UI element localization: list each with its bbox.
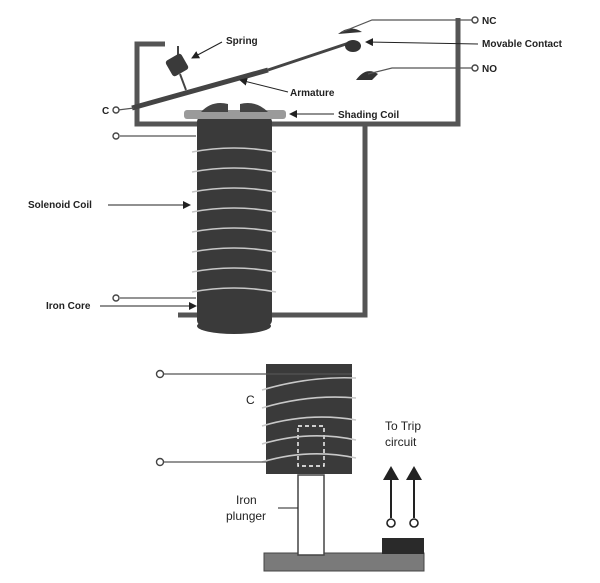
- iron-label: Iron: [236, 493, 257, 507]
- iron-core-bottom: [197, 318, 271, 334]
- armature-bar: [131, 67, 269, 111]
- trip-arrow-up-2: [406, 466, 422, 480]
- iron-core-label: Iron Core: [46, 301, 91, 312]
- contact-arm: [267, 40, 353, 72]
- terminal-wires: [117, 19, 472, 299]
- spring: [165, 53, 189, 77]
- nc-terminal: [471, 16, 479, 24]
- no-terminal: [471, 64, 479, 72]
- trip-arrow-up-1: [383, 466, 399, 480]
- no-label: NO: [482, 64, 497, 75]
- shading-coil-label: Shading Coil: [338, 110, 399, 121]
- coil-terminal-bottom: [112, 294, 120, 302]
- c-terminal: [112, 106, 120, 114]
- base-plate: [263, 552, 425, 572]
- top-relay: Spring NC Movable Contact NO Armature C …: [28, 16, 563, 334]
- trip-block: [382, 538, 424, 554]
- armature-label: Armature: [290, 88, 335, 99]
- spring-label: Spring: [226, 36, 258, 47]
- movable-contact: [345, 40, 361, 52]
- trip-terminal-bottom: [155, 457, 165, 467]
- to-trip-label-2: circuit: [385, 435, 417, 449]
- coil-terminal-top: [112, 132, 120, 140]
- coil-windings: [191, 147, 277, 293]
- plunger-top: [297, 425, 325, 467]
- c-label-top: C: [102, 106, 109, 117]
- solenoid-coil-label: Solenoid Coil: [28, 200, 92, 211]
- trip-windings: [261, 376, 357, 463]
- c-label-bottom: C: [246, 393, 255, 407]
- iron-plunger: [297, 474, 325, 556]
- pole-left: [201, 103, 228, 112]
- shading-coil: [184, 110, 286, 119]
- trip-contact-2: [409, 518, 419, 528]
- trip-terminal-top: [155, 369, 165, 379]
- plunger-label: plunger: [226, 509, 266, 523]
- trip-circuit-leads: [390, 474, 415, 518]
- pole-right: [240, 103, 268, 112]
- to-trip-label-1: To Trip: [385, 419, 421, 433]
- movable-contact-label: Movable Contact: [482, 39, 563, 50]
- nc-contact: [338, 28, 362, 34]
- trip-relay: C To Trip circuit Iron plunger: [155, 364, 425, 572]
- nc-label: NC: [482, 16, 496, 27]
- trip-contact-1: [386, 518, 396, 528]
- leader-lines: [100, 38, 479, 310]
